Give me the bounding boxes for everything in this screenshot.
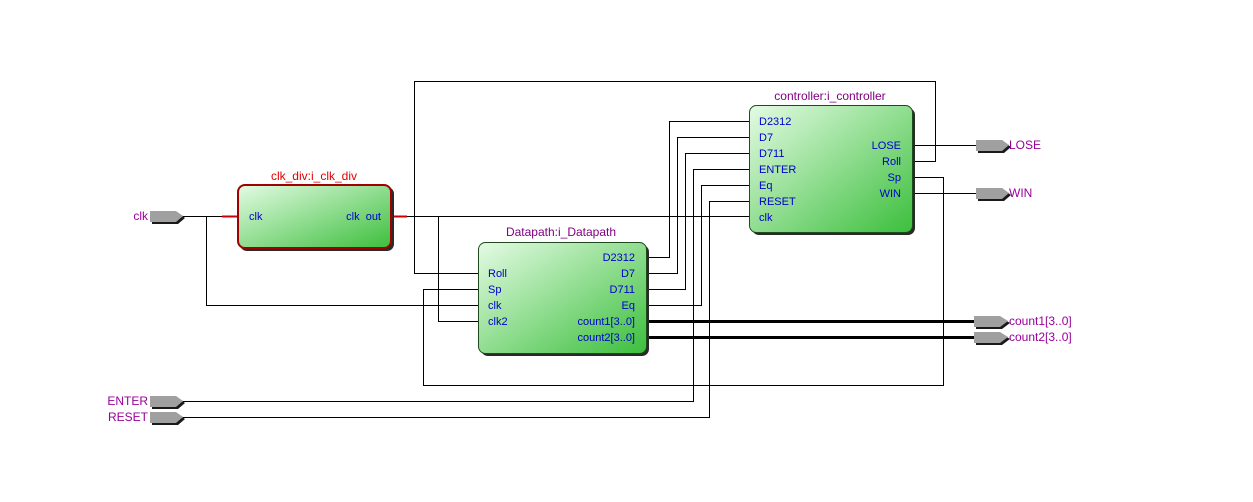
wire-eq[interactable] — [647, 185, 750, 306]
input-pin-clk[interactable]: clk — [133, 209, 185, 224]
block-title: Datapath:i_Datapath — [506, 225, 616, 239]
block-title: clk_div:i_clk_div — [271, 169, 357, 183]
port-label-sp: Sp — [888, 172, 901, 184]
port-label-clk: clk — [488, 300, 502, 312]
wire-sp[interactable] — [423, 177, 944, 386]
input-pin-icon[interactable] — [150, 211, 183, 222]
port-label-clk2: clk2 — [488, 316, 508, 328]
wire-d7[interactable] — [647, 137, 750, 274]
input-pin-icon[interactable] — [150, 396, 183, 407]
port-label-d2312: D2312 — [759, 116, 791, 128]
output-pin-icon[interactable] — [976, 140, 1009, 151]
pin-name: count1[3..0] — [1009, 314, 1072, 328]
output-pin-icon[interactable] — [974, 316, 1008, 327]
output-pin-icon[interactable] — [976, 188, 1009, 199]
pin-name: RESET — [108, 410, 149, 424]
port-label-d7: D7 — [621, 268, 635, 280]
output-pin-win[interactable]: WIN — [976, 186, 1032, 201]
wire-d2312[interactable] — [647, 121, 750, 258]
port-label-d2312: D2312 — [603, 252, 635, 264]
port-label-count2: count2[3..0] — [578, 332, 636, 344]
port-label-roll: Roll — [488, 268, 507, 280]
port-label-win: WIN — [880, 188, 901, 200]
block-controller[interactable]: controller:i_controller D2312 D7 D711 EN… — [749, 89, 916, 235]
input-pin-icon[interactable] — [150, 412, 183, 423]
block-clk-div[interactable]: clk_div:i_clk_div clk clk out — [237, 169, 394, 251]
block-body[interactable] — [237, 184, 392, 249]
wire-roll[interactable] — [414, 81, 936, 274]
port-label-roll: Roll — [882, 156, 901, 168]
port-label-count1: count1[3..0] — [578, 316, 636, 328]
port-label-reset: RESET — [759, 196, 796, 208]
output-pin-count1[interactable]: count1[3..0] — [974, 314, 1072, 329]
pin-name: count2[3..0] — [1009, 330, 1072, 344]
port-label-d711: D711 — [759, 148, 784, 160]
port-label-lose: LOSE — [872, 140, 901, 152]
port-label-d711: D711 — [610, 284, 635, 296]
port-label-d7: D7 — [759, 132, 773, 144]
input-pin-enter[interactable]: ENTER — [107, 394, 185, 409]
wire-clk-out-to-clk2[interactable] — [438, 216, 479, 322]
block-body[interactable] — [749, 105, 913, 233]
pin-name: WIN — [1009, 186, 1032, 200]
port-label-eq: Eq — [759, 180, 772, 192]
wire-enter[interactable] — [183, 169, 750, 402]
block-body[interactable] — [478, 242, 647, 354]
port-label-clk: clk — [249, 211, 263, 223]
pin-name: LOSE — [1009, 138, 1041, 152]
port-label-clk: clk — [759, 212, 773, 224]
output-pin-lose[interactable]: LOSE — [976, 138, 1041, 153]
input-pin-reset[interactable]: RESET — [108, 410, 185, 425]
port-label-sp: Sp — [488, 284, 501, 296]
port-label-eq: Eq — [622, 300, 635, 312]
port-label-clk-out: clk out — [346, 211, 381, 223]
block-datapath[interactable]: Datapath:i_Datapath Roll Sp clk clk2 D23… — [478, 225, 650, 356]
output-pin-icon[interactable] — [974, 332, 1008, 343]
block-title: controller:i_controller — [774, 89, 885, 103]
output-pin-count2[interactable]: count2[3..0] — [974, 330, 1072, 345]
wires — [183, 81, 976, 418]
wire-clk-to-datapath[interactable] — [206, 216, 479, 306]
pin-name: clk — [133, 209, 149, 223]
port-label-enter: ENTER — [759, 164, 796, 176]
pin-name: ENTER — [107, 394, 148, 408]
wire-reset[interactable] — [183, 201, 750, 418]
wire-d711[interactable] — [647, 153, 750, 290]
